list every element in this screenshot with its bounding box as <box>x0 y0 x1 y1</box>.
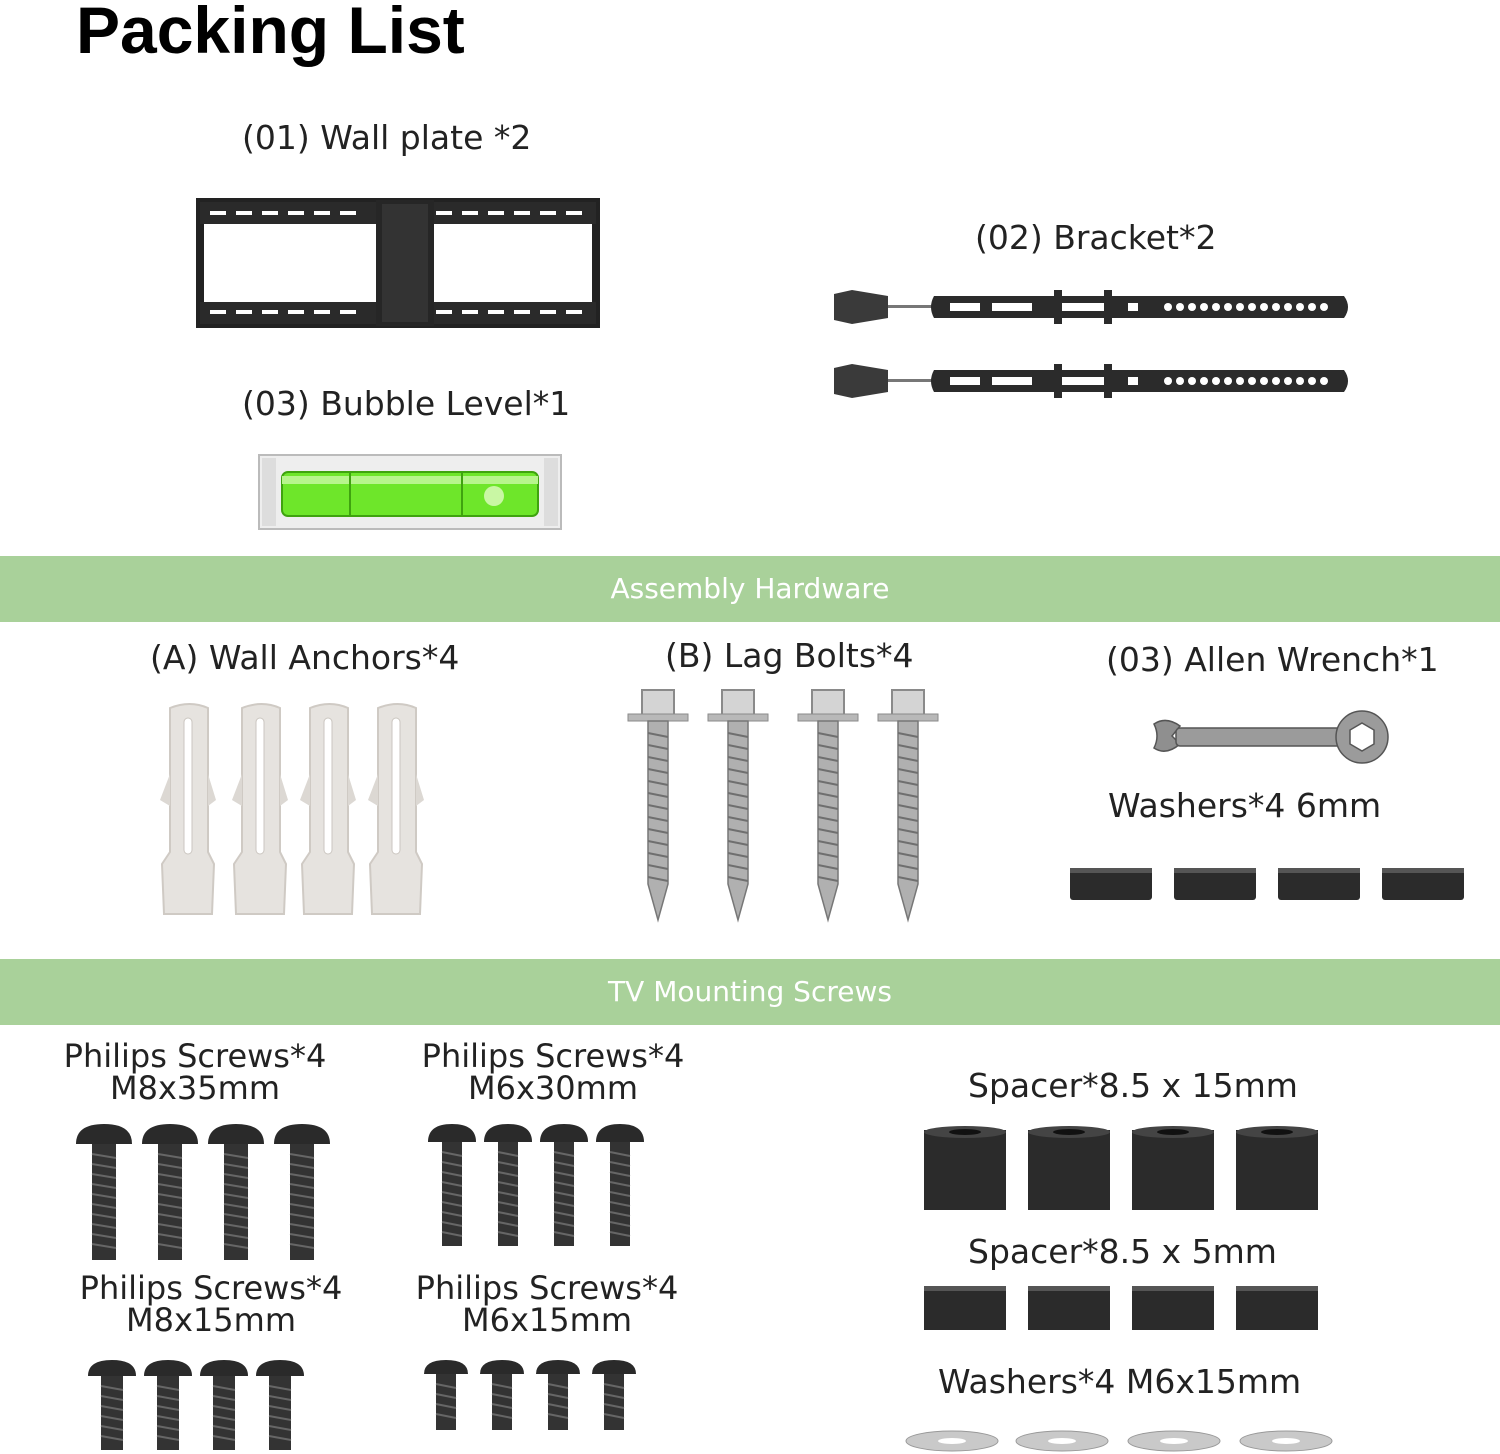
allen-wrench-label: (03) Allen Wrench*1 <box>1106 640 1439 679</box>
spacer-5mm-label: Spacer*8.5 x 5mm <box>968 1232 1277 1271</box>
washers-6mm-label: Washers*4 6mm <box>1108 786 1382 825</box>
bracket-label: (02) Bracket*2 <box>975 218 1217 257</box>
bubble-level-label: (03) Bubble Level*1 <box>242 384 571 423</box>
washers-m6-label: Washers*4 M6x15mm <box>938 1362 1302 1401</box>
washer-icon <box>905 1430 1333 1452</box>
screws-m8x15-label: Philips Screws*4 M8x15mm <box>76 1272 346 1336</box>
screws-m6x30-label: Philips Screws*4 M6x30mm <box>418 1040 688 1104</box>
screws-m8x15-name: Philips Screws*4 <box>79 1269 343 1307</box>
screws-m6x30-size: M6x30mm <box>468 1069 638 1107</box>
screws-m8x35-size: M8x35mm <box>110 1069 280 1107</box>
screws-m6x15-label: Philips Screws*4 M6x15mm <box>412 1272 682 1336</box>
bubble-level-icon <box>258 454 562 530</box>
screws-m6x15-size: M6x15mm <box>462 1301 632 1339</box>
screws-m8x35-name: Philips Screws*4 <box>63 1037 327 1075</box>
tv-mounting-screws-heading: TV Mounting Screws <box>608 975 892 1008</box>
wall-anchor-icon <box>160 703 424 915</box>
spacer-icon <box>924 1286 1318 1330</box>
wall-plate-label: (01) Wall plate *2 <box>242 118 532 157</box>
assembly-hardware-band: Assembly Hardware <box>0 556 1500 622</box>
lag-bolts-label: (B) Lag Bolts*4 <box>665 636 914 675</box>
spacer-icon <box>924 1126 1318 1210</box>
assembly-hardware-heading: Assembly Hardware <box>610 572 890 605</box>
washer-icon <box>1070 868 1464 900</box>
screw-icon <box>424 1360 636 1430</box>
wall-plate-icon <box>196 198 600 328</box>
wall-anchors-label: (A) Wall Anchors*4 <box>150 638 460 677</box>
bracket-icon <box>834 290 1348 398</box>
page-title: Packing List <box>76 0 465 67</box>
screw-icon <box>88 1360 304 1450</box>
screws-m8x15-size: M8x15mm <box>126 1301 296 1339</box>
screws-m6x15-name: Philips Screws*4 <box>415 1269 679 1307</box>
screw-icon <box>76 1124 330 1260</box>
lag-bolt-icon <box>627 689 939 923</box>
spacer-15mm-label: Spacer*8.5 x 15mm <box>968 1066 1298 1105</box>
screw-icon <box>428 1124 644 1246</box>
screws-m8x35-label: Philips Screws*4 M8x35mm <box>60 1040 330 1104</box>
screws-m6x30-name: Philips Screws*4 <box>421 1037 685 1075</box>
tv-mounting-screws-band: TV Mounting Screws <box>0 959 1500 1025</box>
allen-wrench-icon <box>1153 710 1389 764</box>
